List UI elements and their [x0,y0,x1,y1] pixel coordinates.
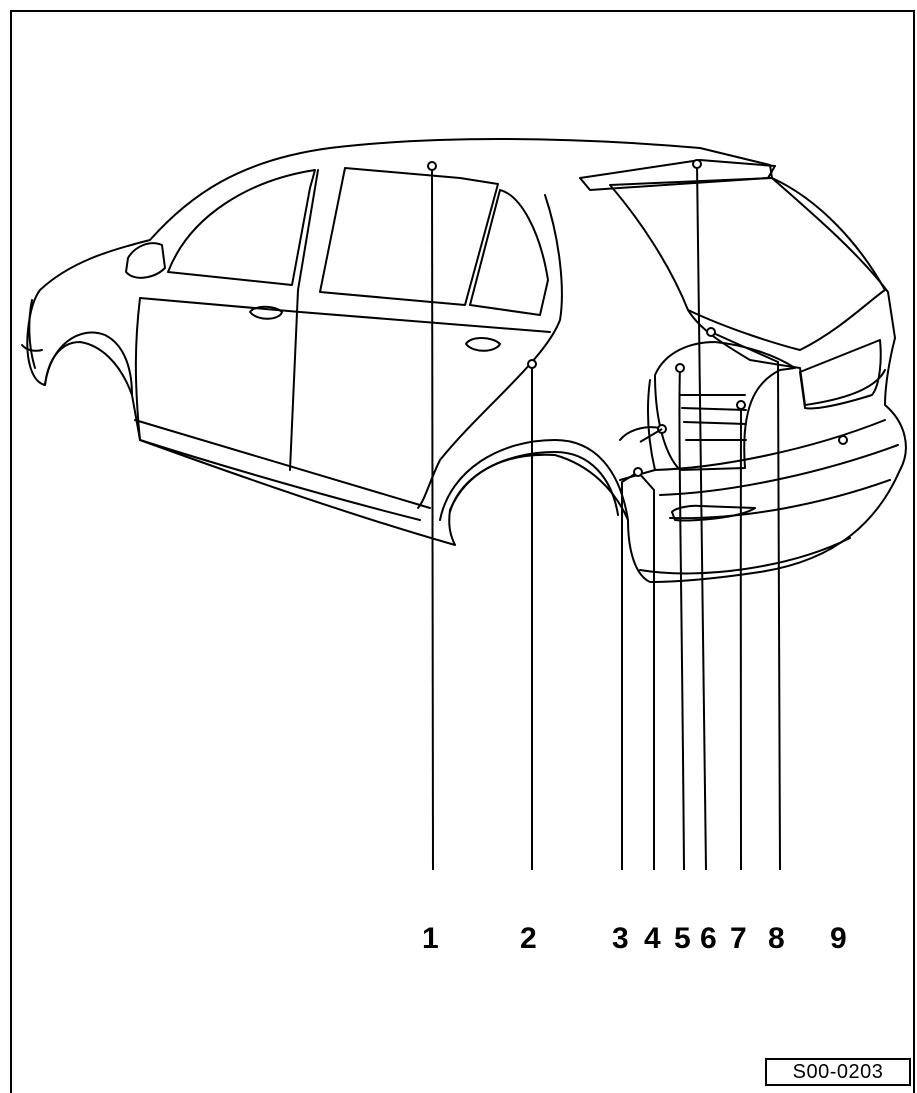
rear-wheel-arch-inner [449,451,619,516]
rear-door-handle [465,337,501,352]
figure-frame [10,10,915,1093]
front-bumper [21,299,43,369]
front-wheel-arch [44,331,133,396]
callout-dot-6 [692,159,702,169]
tail-light-lines [679,394,747,441]
callout-dot-2 [527,359,537,369]
figure-code-label: S00-0203 [765,1058,911,1086]
rear-wheel-arch [439,439,629,521]
bumper-lower [639,537,851,575]
callout-dot-9 [838,435,848,445]
rear-window [609,177,886,351]
leader-line-3 [621,471,639,870]
car-body-outline [26,138,907,583]
leader-line-4 [637,471,655,870]
rear-quarter-panel [619,379,661,481]
leader-line-5 [678,367,685,871]
callout-dot-7 [736,400,746,410]
rear-door-rear-edge [417,194,563,509]
callout-dot-3 [633,467,643,477]
callout-number-2: 2 [520,922,537,955]
callout-dot-5 [675,363,685,373]
leader-line-8 [710,331,781,871]
leader-line-4-upper [639,428,663,443]
callout-number-4: 4 [644,922,661,955]
rear-door-window [319,167,499,306]
callout-number-3: 3 [612,922,629,955]
callout-dot-8 [706,327,716,337]
callout-number-8: 8 [768,922,785,955]
side-mirror [125,242,166,279]
door-split-line [289,169,319,471]
belt-line [139,297,551,333]
callout-number-9: 9 [830,922,847,955]
callout-number-1: 1 [422,922,439,955]
license-plate-recess [799,339,882,410]
leader-line-7 [739,404,743,871]
leader-line-6 [696,163,707,871]
sill-line [134,419,431,521]
callout-number-5: 5 [674,922,691,955]
callout-dots [427,159,848,477]
quarter-window [469,189,549,316]
front-door-handle [249,305,283,320]
front-window [167,169,316,286]
leader-lines [431,163,781,871]
callout-number-6: 6 [700,922,717,955]
leader-line-1 [431,165,434,871]
tailgate [687,309,886,406]
callout-numbers: 1 2 3 4 5 6 7 8 9 [422,922,847,955]
callout-dot-1 [427,161,437,171]
roof-spoiler [579,159,776,191]
callout-number-7: 7 [730,922,747,955]
